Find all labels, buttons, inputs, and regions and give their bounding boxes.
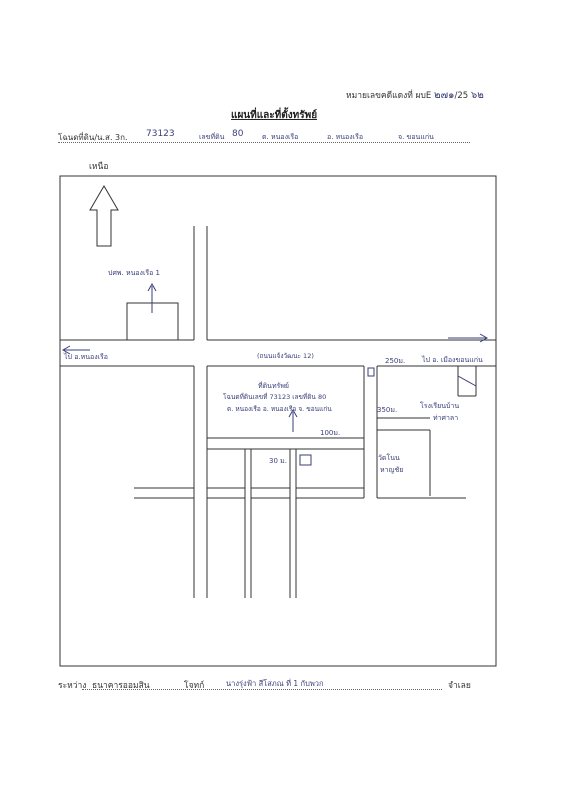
highway-label: (ถนนแจ้งวัฒนะ 12) [257,352,314,360]
case-year-separator: /25 [454,91,469,101]
left-direction-arrow-icon [61,345,90,355]
property-location-line: ต. หนองเรือ อ. หนองเรือ จ. ขอนแก่น [227,405,332,413]
deed-number: 73123 [146,129,175,139]
page-title: แผนที่และที่ตั้งทรัพย์ [231,110,318,121]
deed-district: อ. หนองเรือ [327,133,364,141]
between-label: ระหว่าง [58,681,87,691]
parcel-label: เลขที่ดิน [199,133,225,141]
property-parcel [299,454,312,466]
plaintiff-name: ธนาคารออมสิน [92,681,150,691]
police-station-label: ปศพ. หนองเรือ 1 [108,269,161,277]
right-direction-arrow-icon [448,333,489,343]
case-number: หมายเลขคดีแดงที่ ผบE ๒๗๑/25 ๖๒ [346,88,484,103]
property-deed-line: โฉนดที่ดินเลขที่ 73123 เลขที่ดิน 80 [223,393,327,401]
case-year-value: ๖๒ [470,90,484,101]
north-arrow-icon [89,185,119,247]
right-direction-label: ไป อ. เมืองขอนแก่น [422,356,483,364]
parcel-value: 80 [232,129,244,139]
footer-dotted-line [82,689,442,690]
property-soi-road [207,437,364,450]
inner-lane-left [244,449,252,598]
property-pointer-arrow-icon [288,408,298,432]
deed-province: จ. ขอนแก่น [398,133,434,141]
left-direction-label: ไป อ.หนองเรือ [64,353,108,361]
school-building [457,366,477,397]
map-frame [59,175,497,667]
case-number-value: ๒๗๑ [434,90,455,101]
main-vertical-road [193,226,208,598]
inner-lane-mid [289,449,297,598]
bottom-cross-road [134,487,466,499]
property-title: ที่ดินทรัพย์ [258,382,290,390]
deed-subdistrict: ต. หนองเรือ [262,133,299,141]
defendant-name: นางรุ่งฟ้า สีโสภณ ที่ 1 กับพวก [226,679,324,688]
plaintiff-role: โจทก์ [184,681,205,691]
school-branch-road [377,417,431,496]
distance-350m: 350ม. [377,406,398,414]
deed-dotted-line [58,142,470,143]
case-number-label: หมายเลขคดีแดงที่ ผบE [346,91,432,101]
temple-label: วัดโนน [378,454,400,462]
school-label: โรงเรียนบ้าน [420,402,460,410]
school-label-2: ท่าศาลา [433,414,459,422]
distance-100m: 100ม. [320,429,341,437]
defendant-role: จำเลย [448,681,471,691]
deed-label: โฉนดที่ดิน/น.ส. 3ก. [58,133,128,142]
police-pointer-arrow-icon [147,282,157,313]
soi-marker [367,367,375,377]
temple-label-2: หาญชัย [380,466,404,474]
distance-30m: 30 ม. [269,457,287,465]
distance-250m: 250ม. [385,357,406,365]
soi-road-right [363,366,378,498]
north-label: เหนือ [89,162,109,172]
